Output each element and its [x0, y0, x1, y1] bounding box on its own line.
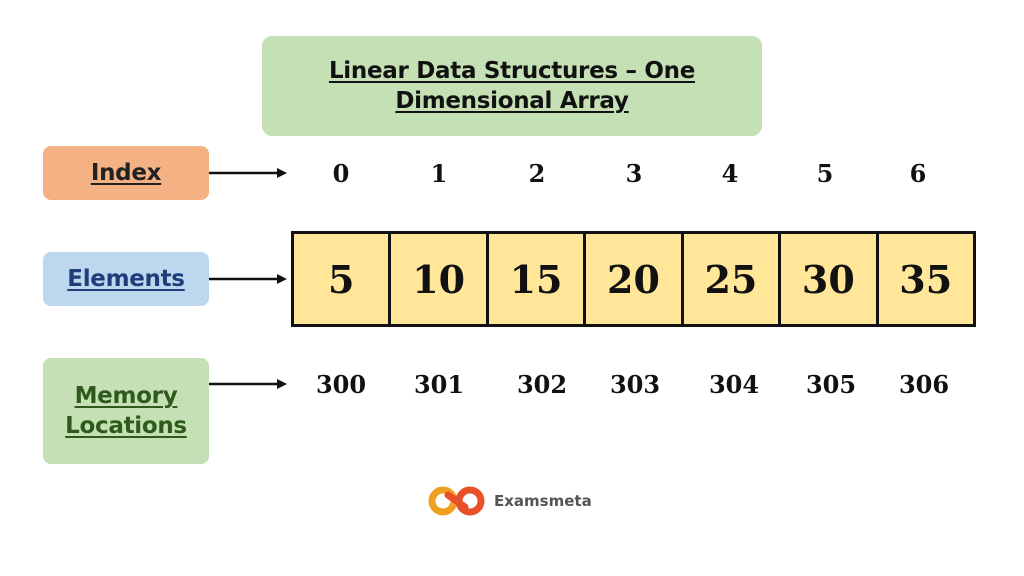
- index-value: 1: [430, 159, 448, 188]
- index-value: 3: [625, 159, 643, 188]
- memory-location: 305: [805, 370, 857, 399]
- index-value: 5: [816, 159, 834, 188]
- brand-name: Examsmeta: [494, 492, 592, 510]
- array-cell: 35: [899, 256, 953, 302]
- index-value: 4: [721, 159, 739, 188]
- title-box: Linear Data Structures – One Dimensional…: [262, 36, 762, 136]
- index-value: 0: [332, 159, 350, 188]
- array-cell: 15: [489, 234, 587, 324]
- index-arrow: [209, 168, 287, 178]
- memory-row: 300 301 302 303 304 305 306: [0, 365, 1024, 405]
- index-label-box: Index: [43, 146, 209, 200]
- elements-label-box: Elements: [43, 252, 209, 306]
- index-row: 0 1 2 3 4 5 6: [0, 154, 1024, 194]
- array-cells: 5 10 15 20 25 30 35: [291, 231, 976, 327]
- diagram-title: Linear Data Structures – One Dimensional…: [328, 58, 696, 114]
- memory-location: 301: [413, 370, 465, 399]
- memory-arrow: [209, 379, 287, 389]
- array-cell: 25: [684, 234, 782, 324]
- array-cell: 10: [391, 234, 489, 324]
- memory-location: 304: [708, 370, 760, 399]
- memory-location: 303: [609, 370, 661, 399]
- array-cell: 20: [586, 234, 684, 324]
- memory-location: 300: [315, 370, 367, 399]
- infinity-logo-icon: [428, 486, 485, 516]
- index-label: Index: [90, 160, 162, 186]
- array-cell: 5: [294, 234, 392, 324]
- memory-location: 302: [516, 370, 568, 399]
- elements-label: Elements: [67, 266, 185, 292]
- elements-arrow: [209, 274, 287, 284]
- memory-label-box: Memory Locations: [43, 358, 209, 464]
- examsmeta-logo: Examsmeta: [428, 484, 592, 518]
- index-value: 2: [528, 159, 546, 188]
- index-value: 6: [909, 159, 927, 188]
- memory-location: 306: [898, 370, 950, 399]
- array-cell: 30: [781, 234, 879, 324]
- memory-label: Memory Locations: [65, 383, 187, 439]
